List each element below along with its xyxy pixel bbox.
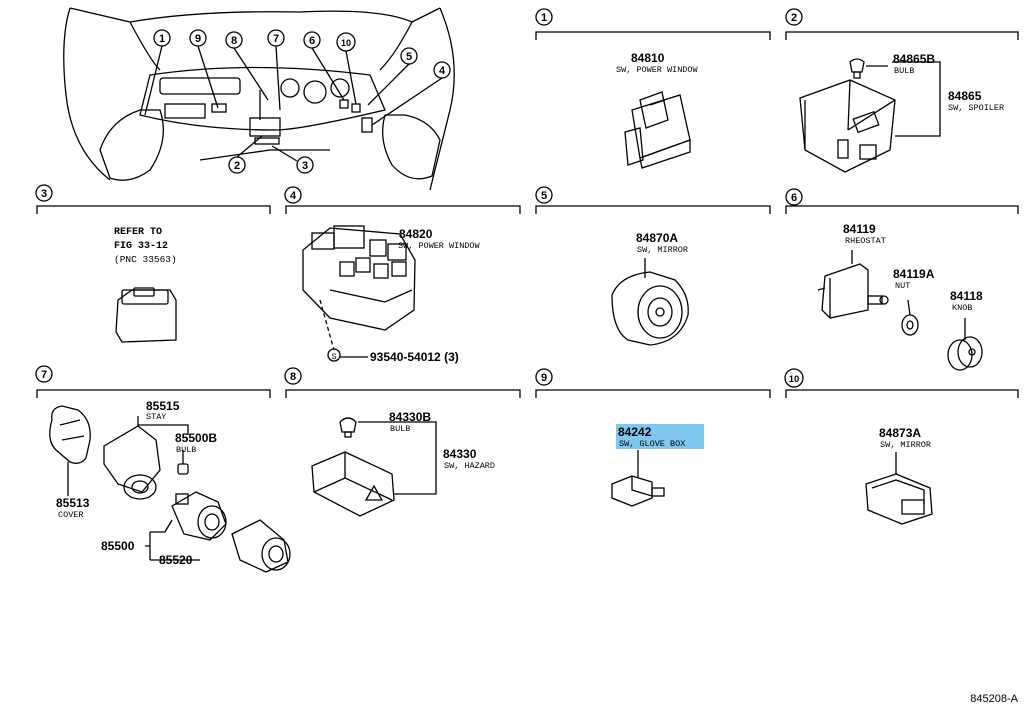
refer-text: (PNC 33563) bbox=[114, 254, 177, 265]
callout-10 bbox=[336, 32, 357, 105]
part-drawing-85513-cover bbox=[49, 405, 91, 496]
callout-label: 3 bbox=[302, 160, 308, 172]
part-number: 84810 bbox=[631, 51, 665, 65]
callout-7 bbox=[267, 29, 285, 111]
part-number: 84820 bbox=[399, 227, 433, 241]
part-description: KNOB bbox=[952, 303, 972, 313]
part-number: 85515 bbox=[146, 399, 180, 413]
part-drawing-85515-stay bbox=[103, 416, 161, 500]
part-description: SW, HAZARD bbox=[444, 461, 495, 471]
part-number: 85500B bbox=[175, 431, 217, 445]
callout-4 bbox=[371, 61, 451, 126]
part-drawing-84119A bbox=[901, 299, 919, 336]
bracket-8 bbox=[380, 421, 437, 495]
part-drawing-84119 bbox=[817, 250, 889, 319]
section-number: 1 bbox=[541, 12, 547, 24]
overview-callouts bbox=[144, 29, 451, 174]
callout-label: 7 bbox=[273, 33, 279, 45]
part-drawing-84330 bbox=[311, 451, 395, 517]
part-description: BULB bbox=[390, 424, 410, 434]
part-drawing-84242 bbox=[611, 450, 665, 507]
section-number: 2 bbox=[791, 12, 797, 24]
part-drawing-84118 bbox=[947, 318, 983, 371]
dashboard-overview bbox=[63, 7, 455, 191]
callout-1 bbox=[144, 29, 171, 116]
refer-text: REFER TO bbox=[114, 227, 162, 238]
part-drawing-84865B-bulb bbox=[849, 58, 888, 79]
part-number: 85520 bbox=[159, 553, 193, 567]
callout-8 bbox=[225, 31, 269, 101]
screw-symbol: S bbox=[331, 352, 336, 362]
part-drawing-84870A bbox=[611, 258, 689, 346]
callout-3 bbox=[271, 145, 314, 174]
bracket-2 bbox=[892, 61, 941, 137]
part-drawing-85500B-bulb bbox=[177, 450, 189, 475]
callout-6 bbox=[303, 31, 345, 101]
highlight-box-84242 bbox=[616, 424, 704, 449]
part-number: 84119 bbox=[843, 222, 876, 236]
part-number: 84865 bbox=[948, 89, 982, 103]
part-description: SW, SPOILER bbox=[948, 103, 1004, 113]
section-brackets bbox=[36, 31, 1019, 398]
part-number: 84873A bbox=[879, 426, 921, 440]
part-description: NUT bbox=[895, 281, 910, 291]
part-drawing-85520 bbox=[231, 519, 291, 573]
section-number: 10 bbox=[789, 374, 800, 385]
part-drawing-85500 bbox=[171, 491, 227, 541]
part-drawing-84810 bbox=[624, 91, 691, 169]
section-number: 7 bbox=[41, 369, 47, 381]
callout-label: 1 bbox=[159, 33, 165, 45]
callout-label: 6 bbox=[309, 35, 315, 47]
part-number: 84330B bbox=[389, 410, 431, 424]
callout-label: 8 bbox=[231, 35, 237, 47]
part-description: SW, MIRROR bbox=[880, 440, 931, 450]
callout-label: 5 bbox=[406, 51, 412, 63]
part-drawing-84873A bbox=[865, 452, 933, 525]
part-number: 84870A bbox=[636, 231, 678, 245]
callout-2 bbox=[228, 135, 263, 174]
part-number: 84118 bbox=[950, 289, 983, 303]
section-markers bbox=[35, 8, 804, 388]
callout-label: 9 bbox=[195, 33, 201, 45]
callout-9 bbox=[189, 29, 219, 109]
callout-label: 10 bbox=[341, 38, 351, 48]
part-description: COVER bbox=[58, 510, 84, 520]
part-drawing-84330B-bulb bbox=[339, 417, 380, 438]
bracket-7-lighter bbox=[145, 531, 200, 561]
part-description-highlighted: SW, GLOVE BOX bbox=[619, 439, 685, 449]
refer-text: FIG 33-12 bbox=[114, 241, 168, 252]
bracket-7-stay bbox=[138, 424, 189, 435]
part-drawing-refer-33563 bbox=[115, 287, 177, 343]
part-description: BULB bbox=[894, 66, 914, 76]
callout-5 bbox=[367, 47, 418, 106]
part-number: 84119A bbox=[893, 267, 935, 281]
part-description: BULB bbox=[176, 445, 196, 455]
part-number-highlighted[interactable]: 84242 bbox=[618, 425, 652, 439]
callout-label: 4 bbox=[439, 65, 446, 77]
part-description: STAY bbox=[146, 412, 166, 422]
section-number: 4 bbox=[290, 190, 297, 202]
part-description: RHEOSTAT bbox=[845, 236, 886, 246]
section-number: 5 bbox=[541, 190, 547, 202]
part-description: SW, POWER WINDOW bbox=[616, 65, 699, 75]
figure-id: 845208-A bbox=[970, 693, 1018, 705]
section-number: 8 bbox=[290, 371, 296, 383]
part-drawing-84865 bbox=[799, 79, 896, 173]
part-drawing-84820 bbox=[302, 225, 416, 362]
part-number: 85500 bbox=[101, 539, 135, 553]
part-number: 84330 bbox=[443, 447, 477, 461]
part-description: SW, POWER WINDOW bbox=[398, 241, 481, 251]
section-number: 9 bbox=[541, 372, 547, 384]
callout-label: 2 bbox=[234, 160, 240, 172]
part-description: SW, MIRROR bbox=[637, 245, 688, 255]
part-number: 84865B bbox=[893, 52, 935, 66]
part-number: 85513 bbox=[56, 496, 90, 510]
section-number: 6 bbox=[791, 192, 797, 204]
section-number: 3 bbox=[41, 188, 47, 200]
part-number: 93540-54012 (3) bbox=[370, 350, 459, 364]
